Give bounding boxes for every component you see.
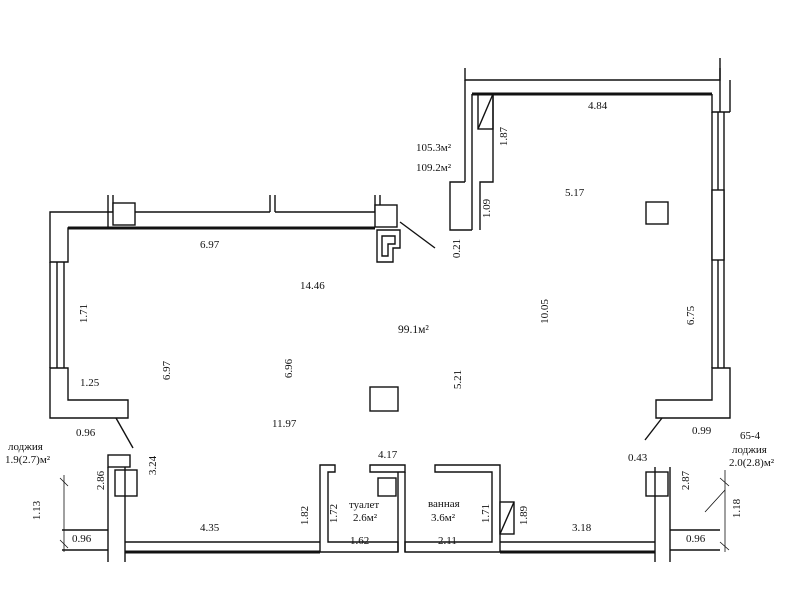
dim-1-82: 1.82: [299, 505, 312, 526]
dim-11-97: 11.97: [272, 418, 297, 430]
room-toilet: туалет: [349, 499, 380, 511]
column-top-mid: [374, 204, 398, 228]
room-loggia-left: лоджия: [8, 441, 43, 453]
dim-4-17: 4.17: [378, 449, 398, 461]
dim-1-09: 1.09: [481, 198, 494, 219]
dim-0-96-bottom-right: 0.96: [686, 533, 706, 545]
column-top-left: [112, 202, 136, 226]
dim-1-89: 1.89: [518, 505, 531, 526]
dim-1-71-bath: 1.71: [480, 503, 493, 524]
dim-4-35: 4.35: [200, 522, 220, 534]
wall-bottom-right: [500, 467, 720, 562]
dim-10-05: 10.05: [538, 299, 551, 324]
room-loggia-right: лоджия: [732, 444, 767, 456]
toilet-block: [319, 464, 406, 553]
dim-1-72: 1.72: [328, 503, 341, 524]
wall-right-lower: [644, 367, 731, 441]
area-toilet: 2.6м²: [353, 512, 378, 524]
window-left: [49, 262, 65, 368]
area-total-a: 105.3м²: [416, 142, 452, 154]
dim-0-96-left: 0.96: [76, 427, 96, 439]
dim-0-96-bottom-left: 0.96: [72, 533, 92, 545]
dim-3-24: 3.24: [147, 455, 160, 476]
bathroom-block: [404, 464, 515, 553]
dim-6-97-top: 6.97: [200, 239, 220, 251]
area-loggia-right: 2.0(2.8)м²: [729, 457, 775, 469]
area-main-room: 99.1м²: [398, 324, 429, 336]
dim-1-25: 1.25: [80, 377, 100, 389]
dim-0-43: 0.43: [628, 452, 648, 464]
dim-2-11: 2.11: [438, 535, 457, 547]
wall-bottom-left: [62, 454, 320, 562]
dim-4-84: 4.84: [588, 100, 608, 112]
dim-6-96: 6.96: [283, 358, 296, 379]
unit-code: 65-4: [740, 430, 761, 442]
dim-1-18: 1.18: [731, 498, 744, 519]
dim-5-17: 5.17: [565, 187, 585, 199]
column-center: [369, 386, 399, 412]
dim-6-75: 6.75: [685, 305, 698, 326]
dim-5-21: 5.21: [452, 369, 465, 390]
dim-14-46: 14.46: [300, 280, 325, 292]
window-right: [711, 112, 725, 368]
area-bathroom: 3.6м²: [431, 512, 456, 524]
dim-1-13: 1.13: [31, 500, 44, 521]
dim-2-86: 2.86: [95, 470, 108, 491]
wall-left-lower: [49, 367, 129, 419]
dim-0-21: 0.21: [451, 238, 464, 259]
column-right: [645, 201, 669, 225]
dim-1-62: 1.62: [350, 535, 370, 547]
area-loggia-left: 1.9(2.7)м²: [5, 454, 51, 466]
duct: [376, 221, 436, 263]
dim-0-99: 0.99: [692, 425, 712, 437]
dim-3-18: 3.18: [572, 522, 592, 534]
dim-6-97-mid: 6.97: [161, 360, 174, 381]
room-bathroom: ванная: [428, 498, 460, 510]
dim-1-87: 1.87: [498, 126, 511, 147]
dim-1-71-left: 1.71: [78, 303, 91, 324]
dim-2-87: 2.87: [680, 470, 693, 491]
area-total-b: 109.2м²: [416, 162, 452, 174]
